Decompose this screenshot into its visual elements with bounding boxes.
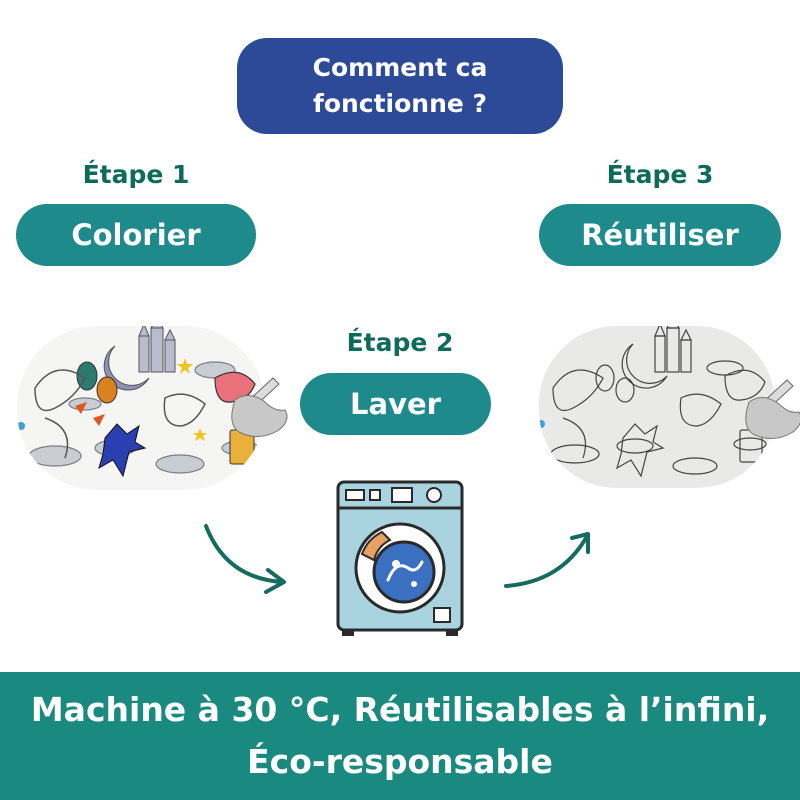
- arrow-right-up-icon: [504, 532, 590, 588]
- footer-line-2: Éco-responsable: [247, 742, 553, 781]
- footer-banner: Machine à 30 °C, Réutilisables à l’infin…: [0, 672, 800, 800]
- footer-line-1: Machine à 30 °C, Réutilisables à l’infin…: [30, 690, 770, 729]
- washing-machine-icon: [336, 480, 464, 636]
- step-3-pill: Réutiliser: [539, 204, 781, 266]
- step-1-pill: Colorier: [16, 204, 256, 266]
- step-2-label: Étape 2: [346, 328, 454, 357]
- title-banner: Comment ca fonctionne ?: [237, 38, 563, 134]
- step-3-label: Étape 3: [606, 160, 714, 189]
- clean-mat-image: [539, 326, 800, 488]
- colored-mat-image: [17, 326, 288, 490]
- arrow-right-down-icon: [204, 524, 286, 594]
- title-line-1: Comment ca: [312, 53, 488, 82]
- step-1-label: Étape 1: [82, 160, 190, 189]
- title-line-2: fonctionne ?: [312, 89, 488, 118]
- step-2-pill: Laver: [300, 373, 491, 435]
